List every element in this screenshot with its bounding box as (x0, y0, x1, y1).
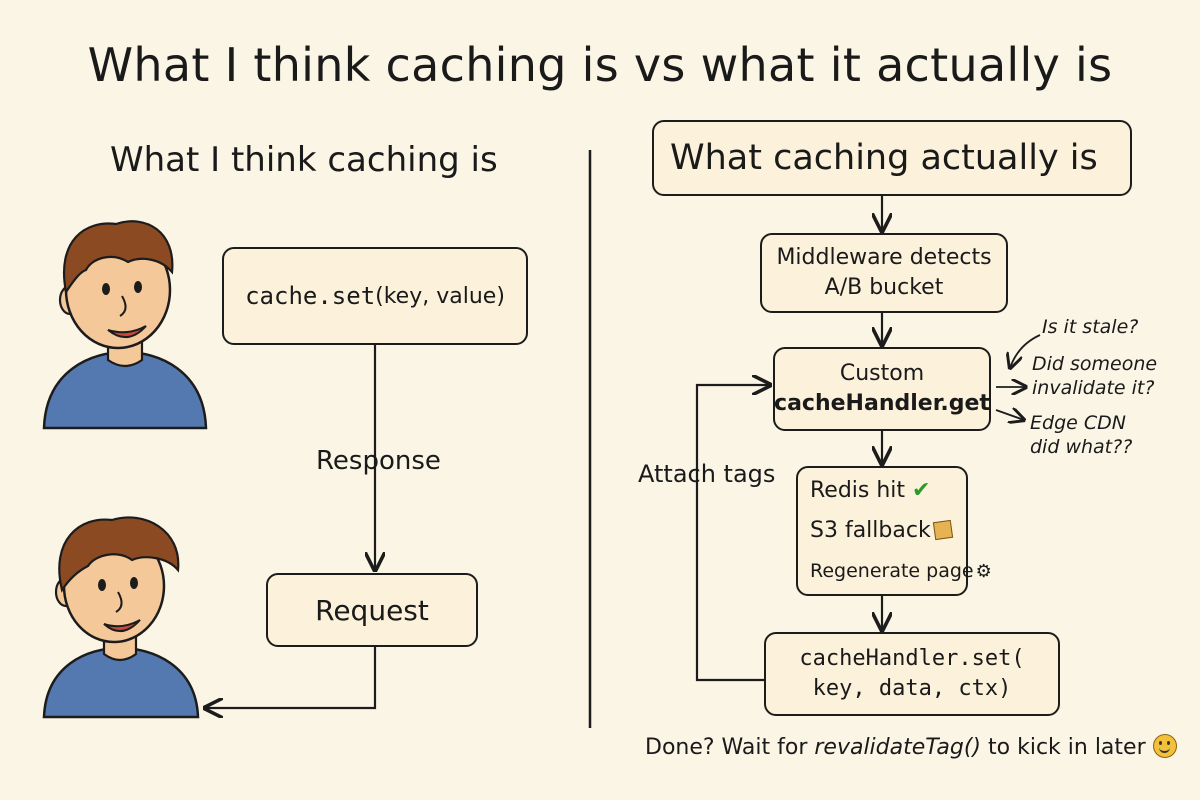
box-icon (932, 519, 953, 540)
person-bottom-hair (58, 516, 180, 593)
regen-row: Regenerate page⚙ (810, 551, 992, 592)
middleware-box: Middleware detects A/B bucket (760, 233, 1008, 313)
person-bottom-eye-right (130, 577, 138, 589)
person-bottom-eye-left (98, 579, 106, 591)
footer-code: revalidateTag() (814, 735, 982, 760)
person-top-eye-left (102, 283, 110, 295)
smile-icon (1152, 734, 1177, 758)
person-top-hair (63, 220, 174, 295)
request-box: Request (266, 573, 478, 647)
person-avatar-top (42, 220, 208, 430)
regen-label: Regenerate page (810, 559, 974, 582)
middleware-line-2: A/B bucket (824, 275, 944, 300)
request-label: Request (315, 593, 429, 627)
gear-icon: ⚙ (975, 560, 992, 582)
custom-line-2: cacheHandler.get (774, 391, 990, 416)
person-avatar-bottom (42, 516, 200, 719)
cache-handler-set-line-2: key, data, ctx) (812, 676, 1012, 701)
note-edge-cdn: Edge CDN did what?? (1030, 412, 1133, 458)
cache-set-args: (key, value) (375, 283, 505, 309)
arrow-note-stale (1010, 334, 1041, 368)
person-bottom-nose (115, 591, 123, 613)
person-bottom-mouth (103, 619, 141, 632)
redis-label: Redis hit (810, 477, 906, 503)
response-label: Response (316, 446, 441, 476)
footer-suffix: to kick in later (981, 735, 1146, 760)
actual-heading-box: What caching actually is (652, 120, 1132, 196)
footer-note: Done? Wait for revalidateTag() to kick i… (645, 734, 1177, 760)
redis-row: Redis hit ✔ (810, 471, 930, 511)
middleware-line-1: Middleware detects (776, 245, 992, 270)
s3-row: S3 fallback (810, 511, 953, 551)
custom-handler-box: Custom cacheHandler.get (773, 347, 991, 431)
check-icon: ✔ (912, 477, 931, 503)
left-heading: What I think caching is (110, 140, 498, 180)
attach-tags-label: Attach tags (638, 460, 776, 488)
person-top-nose (119, 295, 127, 317)
cache-set-box: cache.set(key, value) (222, 247, 528, 345)
page-title: What I think caching is vs what it actua… (87, 38, 1113, 92)
cache-set-call: cache.set (245, 282, 376, 310)
cache-sources-box: Redis hit ✔ S3 fallback Regenerate page⚙ (796, 466, 992, 596)
custom-line-1: Custom (839, 361, 925, 386)
s3-label: S3 fallback (810, 517, 931, 543)
arrow-note-edge (995, 410, 1024, 420)
arrow-attach-tags-loop (695, 385, 770, 682)
person-top-eye-right (134, 281, 142, 293)
note-stale: Is it stale? (1042, 316, 1139, 338)
right-heading: What caching actually is (670, 138, 1098, 178)
cache-handler-set-box: cacheHandler.set( key, data, ctx) (764, 632, 1060, 716)
cache-handler-set-line-1: cacheHandler.set( (799, 646, 1025, 671)
person-top-mouth (107, 325, 147, 338)
note-invalidate: Did someone invalidate it? (1032, 353, 1158, 399)
arrow-request-to-user (205, 647, 377, 708)
footer-prefix: Done? Wait for (645, 735, 815, 760)
